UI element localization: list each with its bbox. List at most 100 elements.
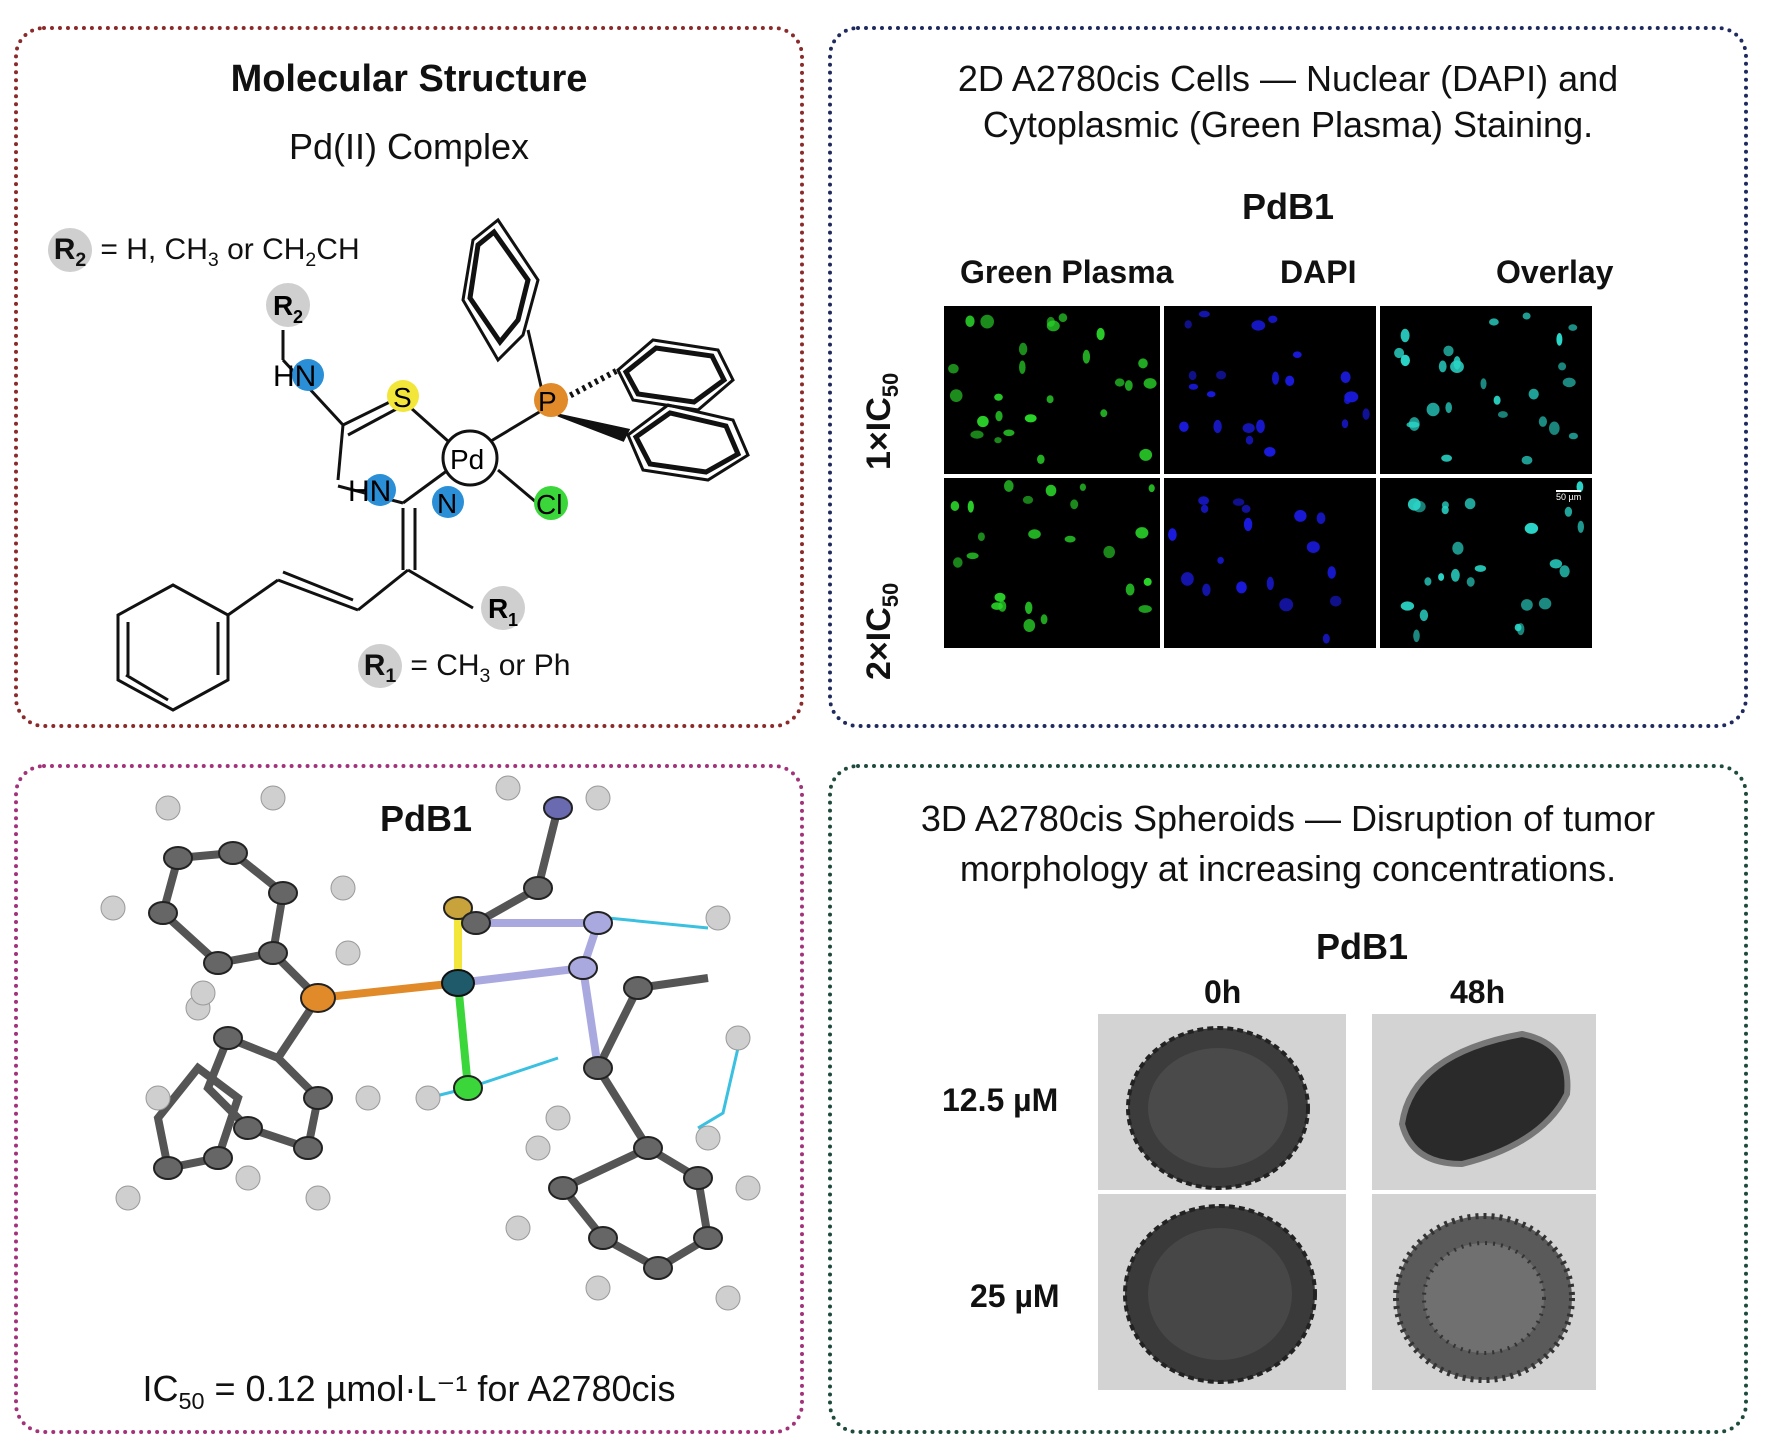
cell-dot [1362,408,1370,420]
cell-dot [1272,371,1279,385]
column-header-dapi: DAPI [1280,254,1357,290]
cell-dot [995,410,1003,422]
cells-green-1x [948,313,1157,464]
cell-dot [1022,495,1034,504]
cell-dot [1419,609,1429,622]
crystal-structure-panel: PdB1 [14,764,804,1434]
cell-dot [1327,566,1336,579]
cell-dot [1438,360,1447,373]
cell-dot [1028,529,1041,539]
cell-dot [1217,556,1224,564]
cells-overlay-1x [1394,312,1578,465]
cell-dot [1340,371,1351,383]
cell-dot [1400,601,1415,611]
cell-dot [1037,454,1045,464]
spheroid-25-48h [1372,1194,1596,1390]
micro-overlay-2x: 50 µm [1380,478,1592,648]
cell-dot [1524,522,1539,534]
cell-dot [1341,419,1349,429]
cell-dot [1236,581,1247,594]
svg-text:HN: HN [273,360,316,393]
cell-dot [1232,498,1245,506]
cell-dot [1480,378,1487,390]
time-label-0h: 0h [1204,974,1242,1010]
scale-bar: 50 µm [1556,490,1582,502]
cell-dot [1306,541,1320,553]
cell-dot [1143,378,1157,389]
cell-dot [1426,402,1440,417]
cell-dot [949,389,963,402]
cell-dot [1148,484,1155,493]
cell-dot [1135,527,1149,539]
svg-text:2: 2 [293,307,303,327]
cell-dot [1198,496,1209,505]
cell-dot [970,430,984,439]
cell-dot [1188,370,1197,381]
panel-title-line1: 2D A2780cis Cells — Nuclear (DAPI) and [957,58,1619,99]
cell-dot [1245,435,1254,445]
cell-dot [950,501,960,511]
cell-dot [1344,396,1351,405]
micro-overlay-1x [1380,306,1592,474]
r2-definition: R2 = H, CH3 or CH2CH [48,228,360,272]
svg-text:S: S [393,382,412,413]
r1-badge: R1 [358,644,402,688]
molecular-structure-panel: Molecular Structure Pd(II) Complex R2 = … [14,26,804,728]
cell-dot [1202,583,1211,596]
cell-dot [1424,577,1432,586]
cell-dot [1568,324,1578,331]
cell-dot [1549,421,1560,435]
cell-dot [1242,423,1255,434]
r1-definition: R1 = CH3 or Ph [358,644,570,688]
cell-dot [1441,454,1452,462]
cell-dot [1213,419,1222,434]
cells-2d-panel: 2D A2780cis Cells — Nuclear (DAPI) and C… [828,26,1748,728]
cell-dot [1576,481,1584,493]
cell-dot [1568,432,1578,440]
cell-dot [1521,455,1533,465]
cell-dot [977,415,989,428]
ortep-structure [100,775,761,1311]
cell-dot [1138,358,1148,369]
cell-dot [1292,351,1302,358]
compound-label: PdB1 [1241,186,1335,227]
cell-dot [1441,505,1449,515]
cell-dot [1558,362,1567,371]
cell-dot [1114,378,1125,387]
cell-dot [1251,320,1266,331]
cell-dot [1124,380,1133,391]
cell-dot [1138,605,1152,613]
cell-dot [1564,506,1573,517]
cell-dot [1206,391,1216,398]
cell-dot [1316,512,1326,524]
cell-dot [1216,370,1227,380]
cell-dot [1538,416,1547,427]
time-label-48h: 48h [1450,974,1506,1010]
cell-dot [1279,598,1294,612]
cell-dot [1040,614,1048,625]
cell-dot [1528,388,1539,400]
cell-dot [1241,504,1251,513]
cell-dot [1517,623,1525,636]
column-header-green: Green Plasma [960,254,1174,290]
cell-dot [1139,448,1153,461]
cell-dot [1562,377,1576,388]
cell-dot [965,315,975,327]
cell-dot [1464,498,1476,510]
cell-dot [1100,409,1108,418]
spheroid-12-5-0h [1098,1014,1346,1190]
cell-dot [953,557,963,568]
cells-dapi-2x [1168,496,1342,644]
svg-text:N: N [437,488,457,519]
cell-dot [1184,320,1192,329]
cell-dot [1003,429,1015,437]
spheroid-25-0h [1098,1194,1346,1390]
cell-dot [1019,360,1026,374]
cell-dot [948,363,959,374]
cell-dot [991,602,1003,610]
cell-dot [1466,577,1475,587]
svg-text:R: R [273,290,293,321]
svg-text:Pd: Pd [450,444,484,475]
panel-title-line1: 3D A2780cis Spheroids — Disruption of tu… [920,798,1656,839]
cell-dot [1268,315,1278,323]
